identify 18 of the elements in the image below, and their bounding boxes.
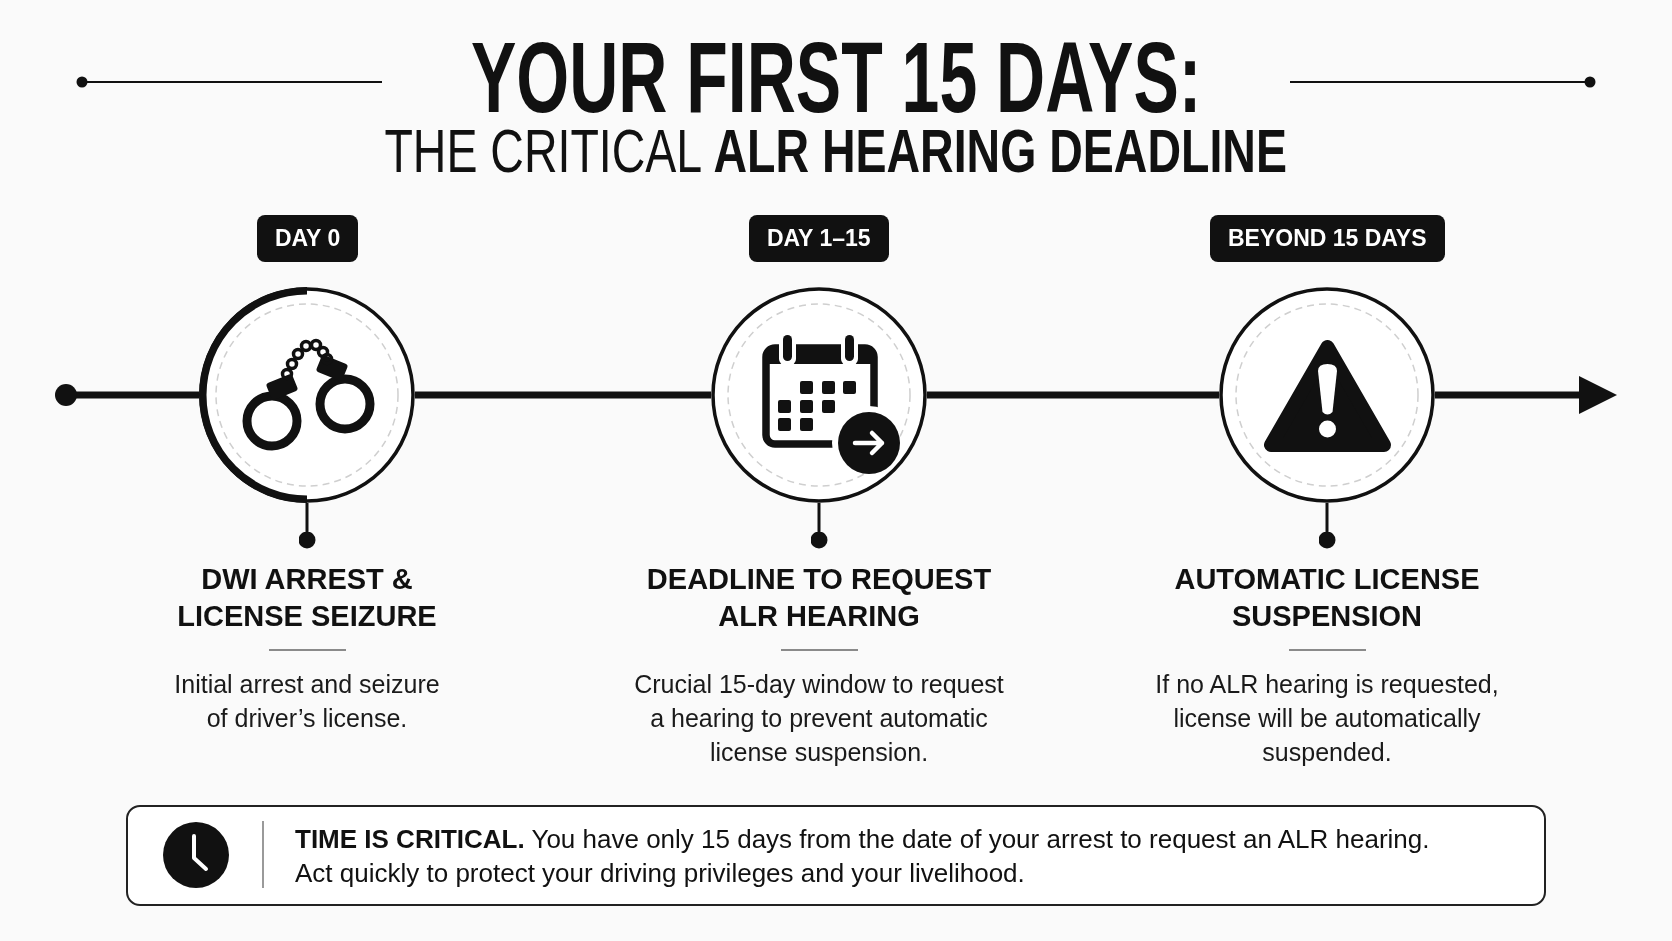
- timeline-line: [55, 384, 199, 406]
- step-description: Crucial 15-day window to request a hearing to prevent automatic license suspension.: [633, 669, 1005, 768]
- note-box: [126, 805, 1546, 906]
- timeline-arrow: [1435, 376, 1617, 414]
- connector-line: [298, 503, 316, 549]
- timeline-line: [927, 391, 1219, 399]
- day-badge: DAY 0: [257, 215, 359, 262]
- step-heading: AUTOMATIC LICENSE SUSPENSION: [1173, 562, 1481, 634]
- step-heading: DEADLINE TO REQUEST ALR HEARING: [645, 562, 993, 634]
- connector-line: [810, 503, 828, 549]
- day-badge: DAY 1–15: [749, 215, 889, 262]
- step-heading: DWI ARREST & LICENSE SEIZURE: [176, 562, 438, 634]
- step-description: Initial arrest and seizure of driver’s license.: [173, 669, 441, 734]
- timeline-line: [415, 391, 711, 399]
- note-text: TIME IS CRITICAL. You have only 15 days from the date of your arrest to request an ALR hearing. Act quickly to protect your driving privileges and your livelihood.: [295, 823, 1431, 890]
- step-description: If no ALR hearing is requested, license will be automatically suspended.: [1154, 669, 1500, 768]
- day-badge: BEYOND 15 DAYS: [1210, 215, 1445, 262]
- connector-line: [1318, 503, 1336, 549]
